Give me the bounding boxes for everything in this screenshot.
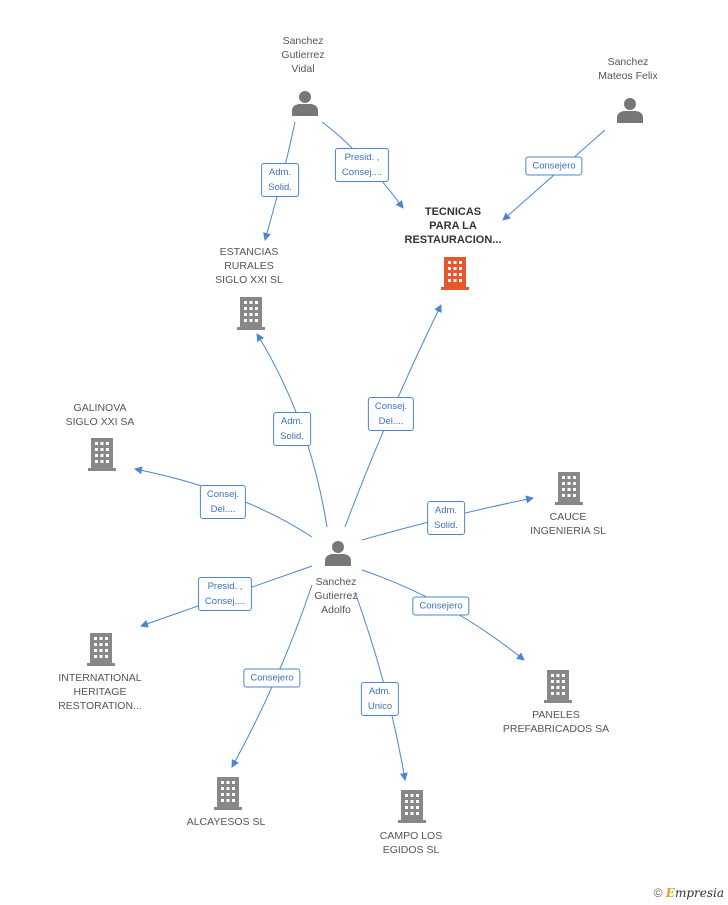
building-icon-main <box>441 257 469 290</box>
edge-label-role[interactable]: Adm. Solid. <box>273 412 311 446</box>
edge-label-role[interactable]: Adm. Solid. <box>427 501 465 535</box>
node-label-sanchez-gutierrez-adolfo[interactable]: Sanchez Gutierrez Adolfo <box>314 576 358 616</box>
copyright-icon: © <box>653 886 663 900</box>
node-label-estancias-rurales[interactable]: ESTANCIAS RURALES SIGLO XXI SL <box>215 246 283 286</box>
building-icon <box>237 297 265 330</box>
building-icon <box>214 777 242 810</box>
brand-logo: Empresia <box>665 886 724 900</box>
edge-label-role[interactable]: Consej. Del.... <box>199 485 247 519</box>
building-icon <box>87 633 115 666</box>
node-label-cauce-ingenieria[interactable]: CAUCE INGENIERIA SL <box>530 511 606 537</box>
node-label-tecnicas-restauracion[interactable]: TECNICAS PARA LA RESTAURACION... <box>404 206 502 246</box>
person-icon <box>292 91 318 116</box>
building-icon <box>88 438 116 471</box>
edge-label-role[interactable]: Presid. , Consej.... <box>334 148 390 182</box>
node-label-sanchez-gutierrez-vidal[interactable]: Sanchez Gutierrez Vidal <box>281 35 325 75</box>
node-label-international-heritage[interactable]: INTERNATIONAL HERITAGE RESTORATION... <box>58 672 142 712</box>
node-label-alcayesos[interactable]: ALCAYESOS SL <box>186 816 266 828</box>
edge-label-role[interactable]: Consejero <box>243 668 301 688</box>
edge-label-role[interactable]: Adm. Unico <box>360 682 400 716</box>
building-icon <box>555 472 583 505</box>
node-label-paneles-prefabricados[interactable]: PANELES PREFABRICADOS SA <box>502 709 610 735</box>
edge-label-role[interactable]: Consejero <box>525 156 583 176</box>
building-icon <box>544 670 572 703</box>
node-label-campo-los-egidos[interactable]: CAMPO LOS EGIDOS SL <box>379 830 443 856</box>
node-label-galinova[interactable]: GALINOVA SIGLO XXI SA <box>65 402 135 428</box>
footer-brand: © Empresia <box>654 886 724 900</box>
edge-label-role[interactable]: Consej. Del.... <box>367 397 415 431</box>
edge-label-role[interactable]: Adm. Solid. <box>261 163 299 197</box>
edge-label-role[interactable]: Consejero <box>412 596 470 616</box>
person-icon <box>325 541 351 566</box>
building-icon <box>398 790 426 823</box>
person-icon <box>617 98 643 123</box>
edge-label-role[interactable]: Presid. , Consej.... <box>197 577 253 611</box>
node-label-sanchez-mateos-felix[interactable]: Sanchez Mateos Felix <box>598 56 658 82</box>
